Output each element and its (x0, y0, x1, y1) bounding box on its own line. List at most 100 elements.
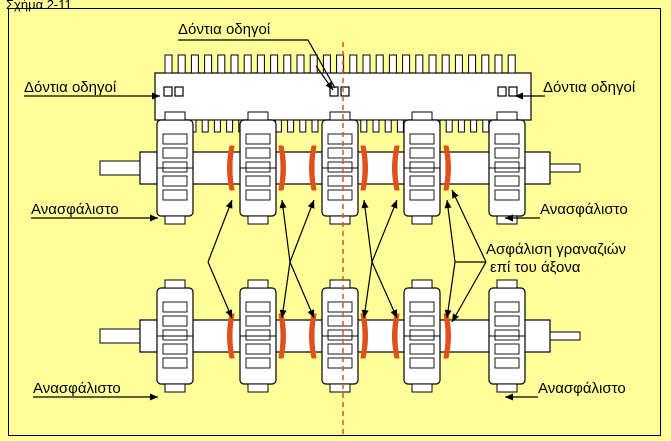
pointer-line (451, 261, 487, 323)
gear-slot (409, 343, 435, 355)
pointer-line (451, 189, 487, 263)
gear-slot (327, 133, 353, 145)
gear-tooth (247, 215, 269, 225)
pointer-line (363, 261, 373, 319)
gear-slot (494, 133, 520, 145)
rack-tooth-top (468, 54, 477, 74)
locking-clip (278, 313, 286, 359)
gear-slot (245, 301, 271, 313)
rack-tooth-bottom (226, 119, 234, 133)
gear (156, 111, 194, 225)
locking-clip (392, 313, 400, 359)
arrow-head (225, 200, 233, 209)
gear-tooth (496, 215, 518, 225)
rack-tooth-top (177, 54, 186, 74)
arrow-lock (279, 261, 291, 319)
locking-clip (309, 145, 317, 191)
arrow-head (279, 309, 287, 318)
rack-tooth-bottom (311, 119, 319, 133)
rack-tooth-top (415, 54, 424, 74)
locking-clip (227, 313, 235, 359)
gear-slot (245, 357, 271, 369)
arrow-lock (361, 261, 373, 319)
gear-slot (162, 315, 188, 327)
gear-slot (245, 175, 271, 187)
arrow-head (225, 309, 233, 318)
label-unlocked-lower-right: Ανασφάλιστο (538, 380, 626, 397)
rack-tooth-top (402, 54, 411, 74)
locking-clip (360, 145, 368, 191)
gear-slot (245, 133, 271, 145)
gear-tooth (164, 279, 186, 289)
gear-tooth (164, 215, 186, 225)
gear (488, 111, 526, 225)
arrow-head (150, 393, 158, 401)
locking-clip (309, 313, 317, 359)
gear-slot (162, 175, 188, 187)
label-unlocked-lower-left: Ανασφάλιστο (33, 380, 121, 397)
gear-slot (327, 343, 353, 355)
gear-tooth (411, 111, 433, 121)
rack-tooth-top (243, 54, 252, 74)
gear-slot (409, 133, 435, 145)
label-gear-locking-line1: Ασφάλιση γραναζιών (486, 241, 626, 258)
gear-slot (409, 315, 435, 327)
gear-tooth (329, 383, 351, 393)
arrow-unlocked-ll (33, 393, 158, 401)
rack-tooth-bottom (213, 119, 221, 133)
pointer-line (371, 261, 398, 319)
pointer-line (281, 261, 291, 319)
arrow-head (361, 309, 369, 318)
gear (403, 279, 441, 393)
rack-tooth-top (256, 54, 265, 74)
gear-tooth (164, 111, 186, 121)
gear-slot (409, 161, 435, 173)
rack-tooth-bottom (287, 119, 295, 133)
pointer-line (207, 261, 233, 319)
rack-tooth-top (217, 54, 226, 74)
pointer-line (363, 199, 373, 263)
rack-tooth-top (454, 54, 463, 74)
pointer-line (289, 199, 315, 263)
arrow-head (444, 309, 452, 318)
gear-slot (327, 189, 353, 201)
arrow-lock (207, 199, 233, 263)
arrow-head (307, 309, 315, 318)
gear-slot (162, 147, 188, 159)
gear-tooth (329, 279, 351, 289)
arrow-lock (207, 261, 233, 319)
gear-tooth (247, 279, 269, 289)
gear-slot (162, 329, 188, 341)
gear-tooth (247, 111, 269, 121)
arrow-head (152, 92, 160, 100)
guide-tooth (163, 86, 173, 97)
rack-tooth-bottom (384, 119, 392, 133)
gear-slot (327, 357, 353, 369)
label-guide-teeth-left: Δόντια οδηγοί (24, 79, 117, 96)
rack-tooth-top (375, 54, 384, 74)
arrow-head (150, 214, 158, 222)
pointer-line (371, 199, 398, 263)
gear-slot (327, 329, 353, 341)
rack-tooth-top (349, 54, 358, 74)
rack-tooth-top (230, 54, 239, 74)
gear-tooth (164, 383, 186, 393)
gear-slot (162, 357, 188, 369)
gear-slot (245, 161, 271, 173)
gear-slot (327, 175, 353, 187)
pointer-lines (24, 39, 545, 401)
rack-tooth-bottom (360, 119, 368, 133)
gear-slot (494, 189, 520, 201)
arrow-unlocked-lr (505, 393, 538, 401)
arrow-head (444, 200, 452, 209)
locking-clip (360, 313, 368, 359)
guide-tooth (340, 86, 350, 97)
gear-slot (409, 329, 435, 341)
gear-slot (327, 161, 353, 173)
gear-slot (494, 315, 520, 327)
gear-slot (494, 175, 520, 187)
gear-slot (409, 189, 435, 201)
gear-slot (409, 357, 435, 369)
gear-tooth (411, 383, 433, 393)
gear-slot (162, 189, 188, 201)
